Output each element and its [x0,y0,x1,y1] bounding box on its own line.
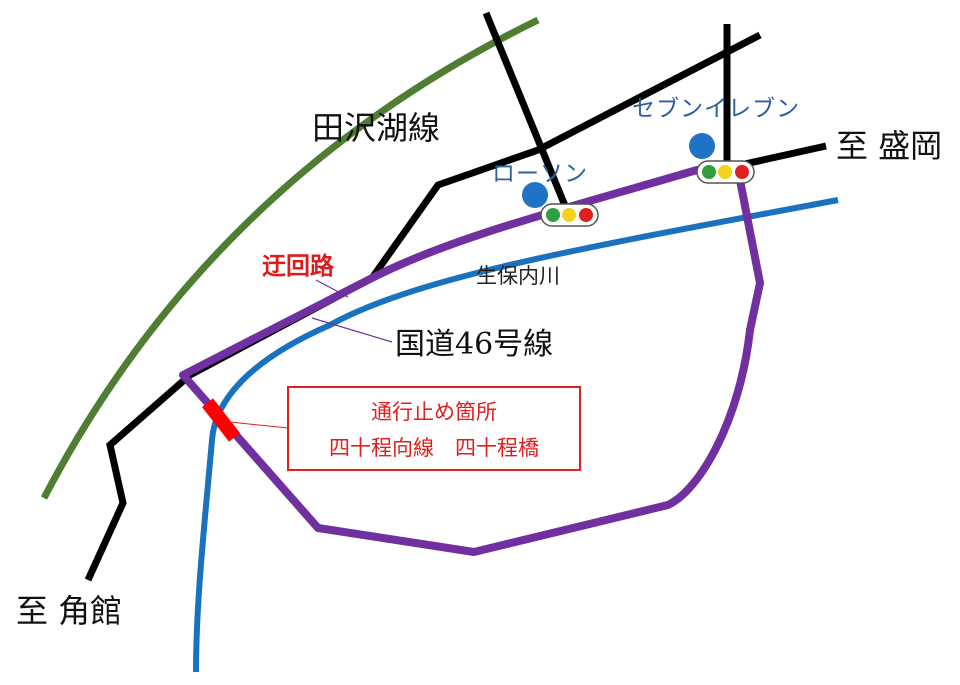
to-kakunodate-label: 至 角館 [16,592,123,630]
detour-label: 迂回路 [262,251,334,280]
detour-leader-line [315,279,349,298]
closure-marker [201,398,241,442]
seven-eleven-traffic-light-icon [696,160,755,184]
lawson-marker-icon [522,182,548,208]
lawson-traffic-light-icon [540,203,599,227]
tazawako-line-label: 田沢湖線 [312,109,441,147]
closure-title: 通行止め箇所 [371,399,497,424]
closure-leader-line [229,421,289,429]
to-morioka-label: 至 盛岡 [836,127,943,165]
tazawako-railway-line [40,16,540,500]
seven-eleven-marker-icon [689,133,715,159]
route46-label: 国道46号線 [395,327,554,362]
route46-leader-line [311,317,393,343]
seven-eleven-label: セブンイレブン [632,96,800,122]
road-lawson-north [482,11,572,215]
obonai-river [193,197,839,673]
closure-location: 四十程向線 四十程橋 [329,435,539,460]
lawson-label: ローソン [492,161,588,187]
river-label: 生保内川 [476,264,560,288]
closure-callout: 通行止め箇所 四十程向線 四十程橋 [287,386,581,471]
